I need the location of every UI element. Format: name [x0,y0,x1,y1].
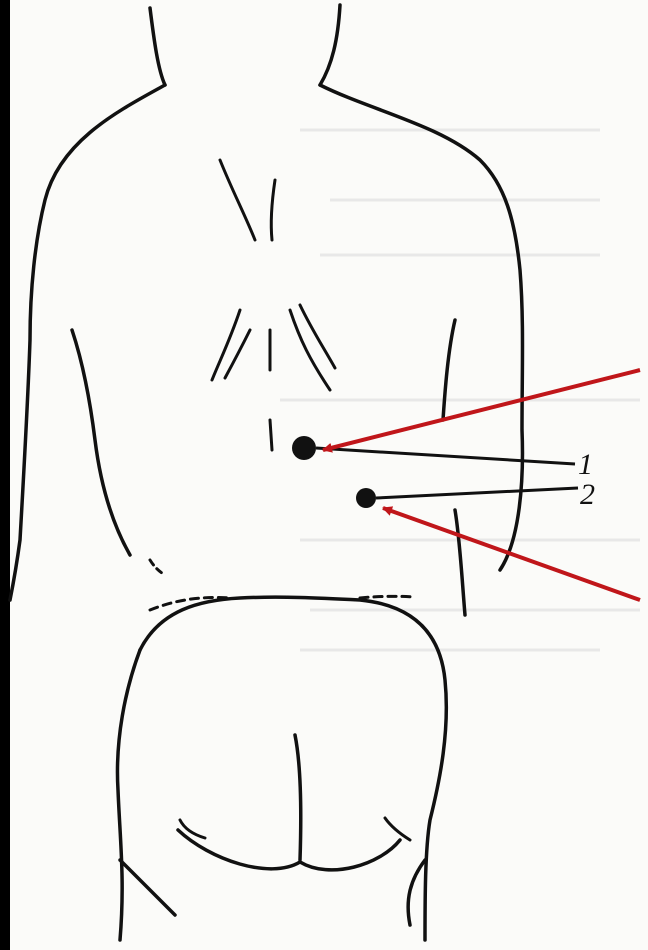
leader-line-1 [316,448,575,464]
spine-line-lower [270,420,272,450]
waist-mark-left [150,560,165,575]
acupoint-1-marker [292,436,316,460]
acupoint-2-marker [356,488,376,508]
label-point-2: 2 [580,478,595,511]
gluteal-cleft [295,735,301,860]
right-erector-line-2 [300,305,335,368]
left-buttock-line [117,650,140,940]
left-torso-line [72,330,130,555]
right-gluteal-fold [300,840,400,870]
right-torso-line [443,320,455,420]
scapula-right-line [271,180,275,240]
left-shoulder-arm-line [10,85,165,600]
right-thigh-line [408,860,425,925]
red-arrow-to-point-2 [383,508,640,600]
leader-line-2 [376,488,578,498]
right-waist-line [455,510,465,615]
left-erector-line-1 [212,310,240,380]
neck-left-line [150,8,165,85]
neck-right-line [320,5,340,85]
label-point-1: 1 [578,448,593,481]
pelvic-crest-dashed-right [360,596,415,598]
left-thigh-line [120,860,175,915]
buttock-crease-right [385,818,410,840]
body-outline [10,5,523,940]
scapula-left-line [220,160,255,240]
red-arrow-to-point-1 [323,370,640,450]
